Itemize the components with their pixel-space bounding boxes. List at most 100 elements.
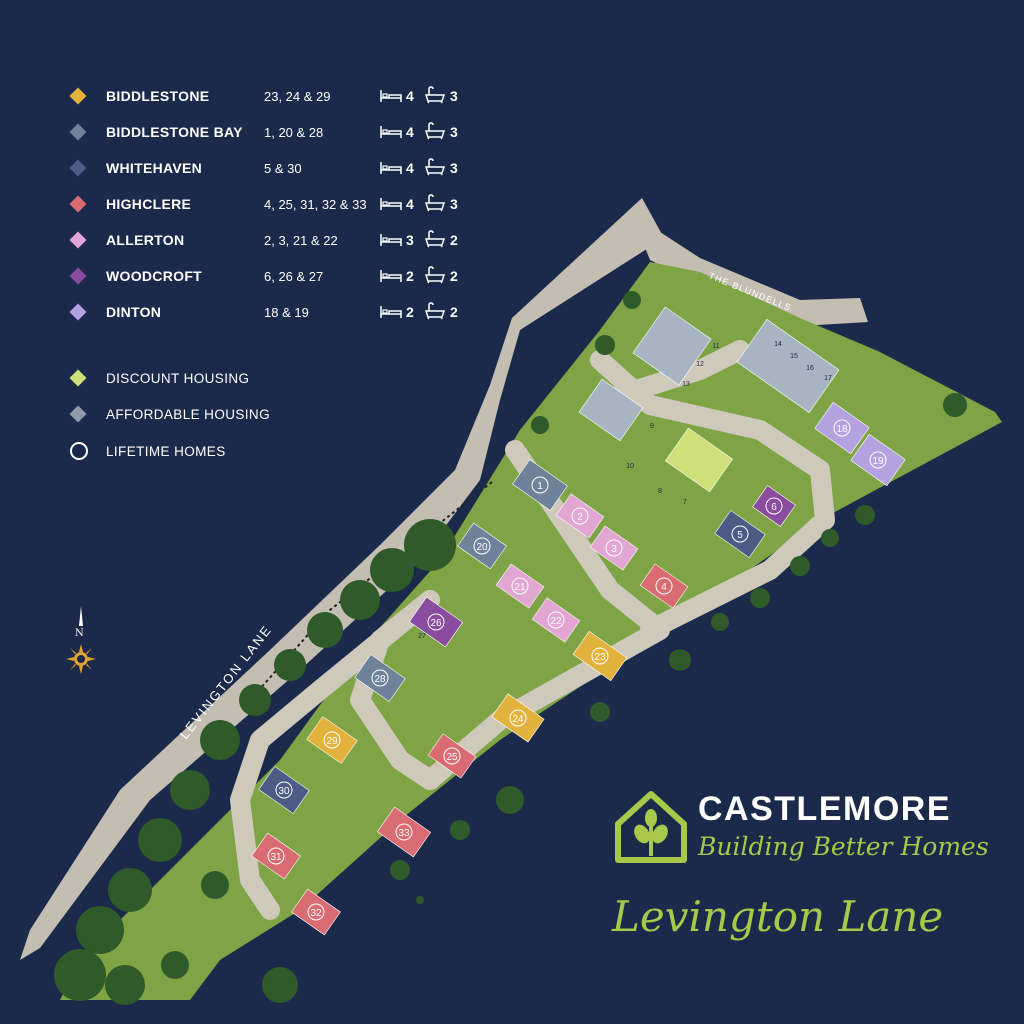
plot-7[interactable]: 7 — [683, 499, 687, 506]
plot-house-shape — [589, 525, 639, 571]
plot-number: 27 — [418, 633, 426, 640]
levington-lane-road — [20, 198, 664, 960]
site-name: Levington Lane — [612, 892, 944, 941]
plot-4[interactable]: 4 — [639, 563, 689, 609]
plot-house-shape — [427, 733, 477, 779]
plot-26[interactable]: 26 — [408, 596, 464, 648]
bed-icon — [380, 234, 402, 246]
brand-name: CASTLEMORE — [698, 790, 951, 828]
plot-6[interactable]: 6 — [752, 485, 796, 527]
plot-20[interactable]: 20 — [457, 522, 507, 570]
plot-number: 14 — [774, 341, 782, 348]
plot-number-ring — [833, 419, 851, 437]
category-swatch — [69, 369, 87, 387]
plot-19[interactable]: 19 — [850, 433, 906, 487]
plot-15[interactable]: 15 — [790, 353, 798, 360]
plot-number-ring — [511, 577, 529, 595]
plot-14[interactable]: 14 — [774, 341, 782, 348]
plot-27[interactable]: 27 — [418, 633, 426, 640]
plot-number: 9 — [650, 423, 654, 430]
plot-number: 8 — [658, 488, 662, 495]
plot-house-shape — [251, 832, 301, 880]
bedroom-count: 4 — [406, 124, 414, 140]
bathroom-count: 2 — [450, 304, 458, 320]
plot-12[interactable]: 12 — [696, 361, 704, 368]
plot-32[interactable]: 32 — [291, 888, 341, 936]
house-type-swatch — [69, 195, 87, 213]
plot-1[interactable]: 1 — [512, 459, 568, 511]
plot-13[interactable]: 13 — [682, 381, 690, 388]
plot-house-shape — [291, 888, 341, 936]
plot-16[interactable]: 16 — [806, 365, 814, 372]
plot-3[interactable]: 3 — [589, 525, 639, 571]
plot-number: 20 — [476, 542, 488, 553]
development-land — [60, 262, 1002, 1000]
plot-house-shape — [555, 493, 605, 539]
plot-number: 32 — [310, 908, 322, 919]
category-name: LIFETIME HOMES — [106, 444, 226, 459]
house-type-swatch — [69, 123, 87, 141]
plot-10[interactable]: 10 — [626, 463, 634, 470]
plot-8[interactable]: 8 — [658, 488, 662, 495]
plot-number: 4 — [661, 582, 667, 593]
brand-block: CASTLEMORE Building Better Homes — [612, 788, 989, 868]
plot-number-ring — [427, 613, 445, 631]
plot-house-shape — [457, 522, 507, 570]
house-type-plots: 6, 26 & 27 — [264, 269, 324, 284]
house-type-swatch — [69, 267, 87, 285]
plot-24[interactable]: 24 — [491, 693, 545, 743]
plot-number-ring — [275, 781, 293, 799]
house-type-name: BIDDLESTONE BAY — [106, 124, 243, 140]
bedroom-count: 2 — [406, 304, 414, 320]
plot-5[interactable]: 5 — [714, 510, 766, 558]
plot-21[interactable]: 21 — [495, 563, 545, 609]
bath-icon — [424, 86, 446, 104]
house-type-name: WHITEHAVEN — [106, 160, 203, 176]
plot-number: 30 — [278, 786, 290, 797]
affordable-housing-block — [632, 306, 712, 386]
category-swatch — [69, 405, 87, 423]
house-type-swatch — [69, 231, 87, 249]
plot-29[interactable]: 29 — [306, 716, 358, 764]
plot-23[interactable]: 23 — [572, 630, 628, 682]
bath-icon — [424, 194, 446, 212]
bedroom-count: 2 — [406, 268, 414, 284]
plot-18[interactable]: 18 — [814, 401, 870, 455]
plot-number-ring — [371, 669, 389, 687]
plot-28[interactable]: 28 — [354, 654, 406, 702]
house-type-name: WOODCROFT — [106, 268, 203, 284]
bedroom-count: 4 — [406, 196, 414, 212]
plot-25[interactable]: 25 — [427, 733, 477, 779]
sun-compass-icon — [66, 644, 96, 674]
affordable-housing-block — [578, 378, 644, 442]
house-type-name: HIGHCLERE — [106, 196, 192, 212]
bathroom-count: 3 — [450, 124, 458, 140]
plot-number-ring — [307, 903, 325, 921]
plot-17[interactable]: 17 — [824, 375, 832, 382]
bathroom-count: 2 — [450, 232, 458, 248]
plot-number: 26 — [430, 618, 442, 629]
plot-11[interactable]: 11 — [712, 343, 719, 350]
plot-number: 23 — [594, 652, 606, 663]
plot-number: 17 — [824, 375, 832, 382]
plot-33[interactable]: 33 — [376, 806, 432, 858]
plot-30[interactable]: 30 — [258, 766, 310, 814]
plot-number: 19 — [872, 456, 884, 467]
north-compass: N — [64, 606, 98, 676]
bed-icon — [380, 90, 402, 102]
affordable-housing-block — [736, 319, 840, 413]
plot-31[interactable]: 31 — [251, 832, 301, 880]
plot-number: 2 — [577, 512, 583, 523]
plot-22[interactable]: 22 — [531, 597, 581, 643]
plot-number-ring — [547, 611, 565, 629]
house-type-name: BIDDLESTONE — [106, 88, 210, 104]
plot-9[interactable]: 9 — [650, 423, 654, 430]
category-row: LIFETIME HOMES — [70, 441, 370, 465]
plot-number-ring — [443, 747, 461, 765]
bath-icon — [424, 122, 446, 140]
plot-2[interactable]: 2 — [555, 493, 605, 539]
bed-icon — [380, 270, 402, 282]
